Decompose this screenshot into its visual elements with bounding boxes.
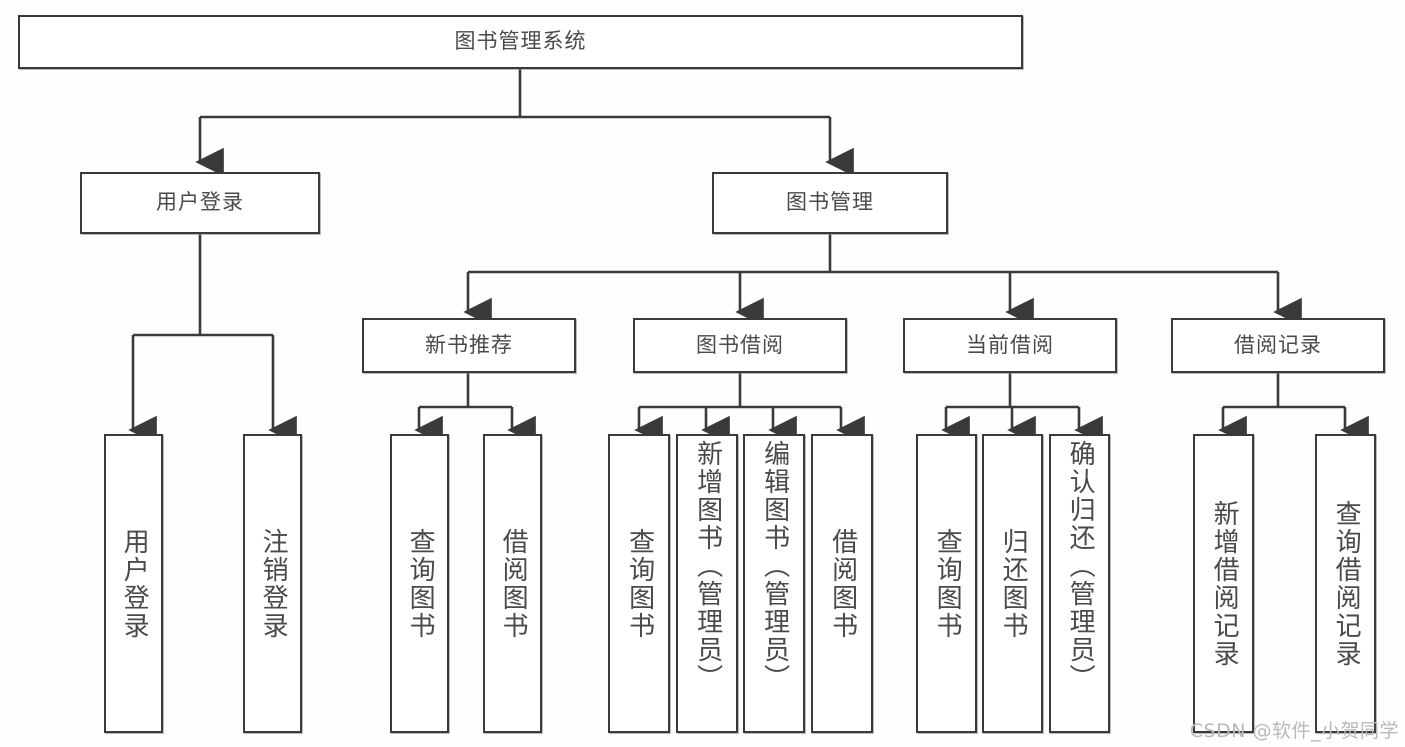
leaf-label: 借阅图书 [498,527,529,640]
leaf-borrow-book-2[interactable]: 借阅图书 [811,434,873,733]
node-user-login[interactable]: 用户登录 [80,172,320,234]
node-current-borrow[interactable]: 当前借阅 [903,318,1117,373]
watermark: CSDN @软件_小贺同学 [1189,720,1399,742]
leaf-query-book-3[interactable]: 查询图书 [916,434,977,733]
node-book-borrow[interactable]: 图书借阅 [633,318,847,373]
node-label: 图书管理系统 [454,29,587,54]
leaf-label: 注销登录 [258,527,289,640]
node-label: 用户登录 [156,190,244,215]
node-label: 当前借阅 [966,332,1054,357]
node-new-book-recommend[interactable]: 新书推荐 [362,318,576,373]
node-label: 借阅记录 [1234,332,1322,357]
leaf-label: 新增借阅记录 [1209,499,1240,668]
leaf-borrow-book-1[interactable]: 借阅图书 [483,434,542,733]
leaf-user-login[interactable]: 用户登录 [104,434,163,733]
leaf-edit-book[interactable]: 编辑图书（管理员） [743,434,805,733]
leaf-label: 查询图书 [405,527,436,640]
leaf-label: 查询图书 [624,527,655,640]
leaf-label: 归还图书 [998,527,1029,640]
leaf-label: 确认归还（管理员） [1065,440,1096,692]
node-label: 图书管理 [786,190,874,215]
leaf-label: 用户登录 [119,527,150,640]
node-library-management-system[interactable]: 图书管理系统 [18,15,1023,69]
leaf-label: 借阅图书 [827,527,858,640]
node-borrow-record[interactable]: 借阅记录 [1171,318,1385,373]
leaf-label: 查询借阅记录 [1331,499,1362,668]
leaf-add-book[interactable]: 新增图书（管理员） [676,434,738,733]
node-label: 新书推荐 [425,332,513,357]
leaf-label: 新增图书（管理员） [692,440,723,692]
leaf-add-record[interactable]: 新增借阅记录 [1193,434,1254,733]
leaf-query-record[interactable]: 查询借阅记录 [1315,434,1376,733]
node-book-management[interactable]: 图书管理 [712,172,948,234]
leaf-label: 查询图书 [932,527,963,640]
node-label: 图书借阅 [696,332,784,357]
leaf-query-book-2[interactable]: 查询图书 [608,434,670,733]
leaf-return-book[interactable]: 归还图书 [982,434,1043,733]
leaf-confirm-return[interactable]: 确认归还（管理员） [1049,434,1110,733]
leaf-query-book-1[interactable]: 查询图书 [390,434,449,733]
leaf-label: 编辑图书（管理员） [759,440,790,692]
leaf-logout[interactable]: 注销登录 [243,434,302,733]
